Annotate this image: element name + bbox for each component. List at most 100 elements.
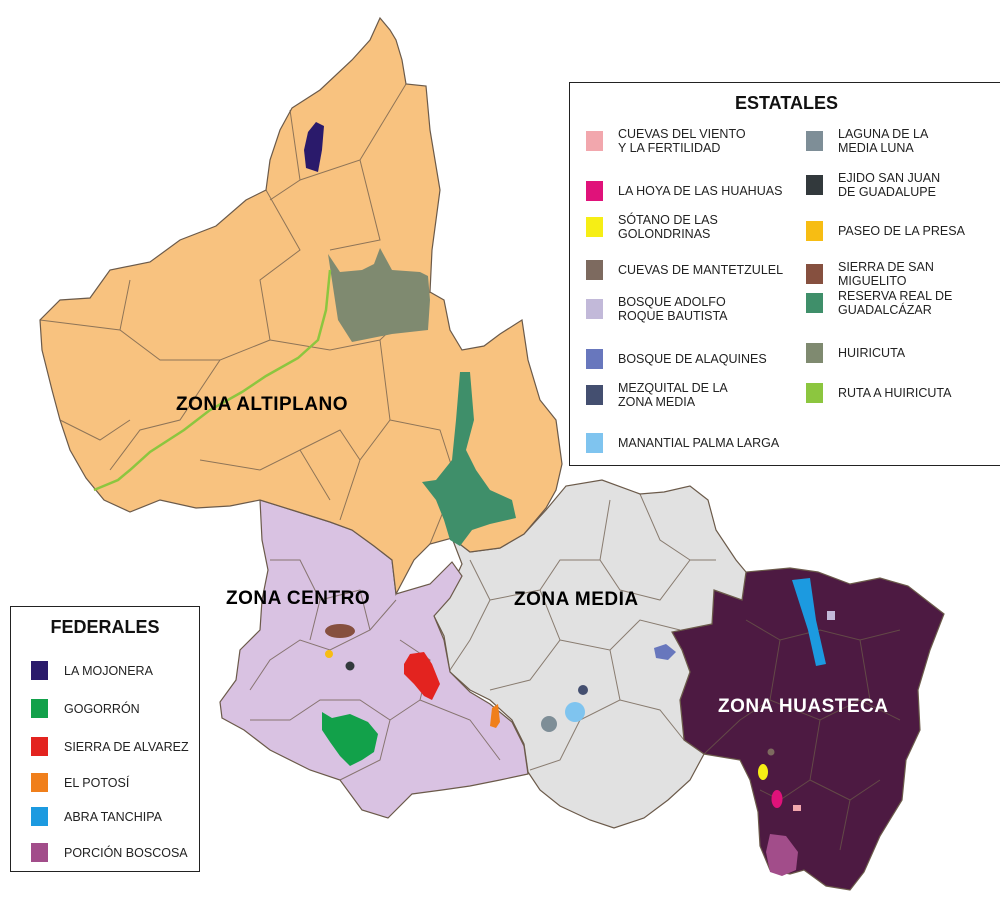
estatales-legend-label-line: BOSQUE ADOLFO xyxy=(618,295,726,309)
federales-legend-label: ABRA TANCHIPA xyxy=(64,810,162,824)
estatales-legend-label-line: BOSQUE DE ALAQUINES xyxy=(618,352,767,366)
federales-legend: FEDERALES LA MOJONERA GOGORRÓN SIERRA DE A… xyxy=(10,606,200,872)
mezquital-area[interactable] xyxy=(578,685,588,695)
sierra-alvarez-area[interactable] xyxy=(404,652,440,700)
estatales-legend-swatch xyxy=(806,175,823,195)
hoya-huahuas-area[interactable] xyxy=(771,790,783,808)
zona-media-label: ZONA MEDIA xyxy=(514,589,639,610)
laguna-media-luna-area[interactable] xyxy=(541,716,557,732)
estatales-legend-label-line: DE GUADALUPE xyxy=(838,185,936,199)
estatales-legend-swatch xyxy=(586,299,603,319)
federales-legend-item: GOGORRÓN xyxy=(31,699,140,718)
estatales-legend-label-line: RESERVA REAL DE xyxy=(838,289,953,303)
federales-legend-swatch xyxy=(31,773,48,792)
estatales-legend-label-line: LA HOYA DE LAS HUAHUAS xyxy=(618,184,783,198)
estatales-legend-swatch xyxy=(586,349,603,369)
el-potosi-area[interactable] xyxy=(490,704,500,728)
abra-tanchipa-area[interactable] xyxy=(792,578,826,666)
estatales-legend-label: RUTA A HUIRICUTA xyxy=(838,386,951,400)
estatales-legend-label-line: MEDIA LUNA xyxy=(838,141,914,155)
federales-legend-item: PORCIÓN BOSCOSA xyxy=(31,843,188,862)
sotano-golondrinas-area[interactable] xyxy=(758,764,768,780)
manantial-palma-larga-area[interactable] xyxy=(565,702,585,722)
estatales-legend-label-line: CUEVAS DE MANTETZULEL xyxy=(618,263,784,277)
mantetzulel-area[interactable] xyxy=(767,748,775,756)
ruta-huiricuta-line[interactable] xyxy=(93,269,332,492)
estatales-legend-label-line: GOLONDRINAS xyxy=(618,227,711,241)
estatales-legend-swatch xyxy=(806,383,823,403)
estatales-legend-label-line: ROQUE BAUTISTA xyxy=(618,309,728,323)
estatales-legend-label: MANANTIAL PALMA LARGA xyxy=(618,436,779,450)
huiricuta-area[interactable] xyxy=(328,248,430,342)
ejido-san-juan-area[interactable] xyxy=(345,661,355,671)
bosque-alaquines-area[interactable] xyxy=(654,644,676,660)
zona-huasteca-label: ZONA HUASTECA xyxy=(718,696,888,717)
estatales-legend-label-line: HUIRICUTA xyxy=(838,346,906,360)
federales-legend-label: PORCIÓN BOSCOSA xyxy=(64,846,188,860)
federales-legend-swatch xyxy=(31,737,48,756)
federales-legend-label: EL POTOSÍ xyxy=(64,776,129,790)
reserva-guadalcazar-area[interactable] xyxy=(422,372,516,546)
federales-legend-label-line: ABRA TANCHIPA xyxy=(64,809,162,824)
estatales-legend-swatch xyxy=(586,217,603,237)
gogorron-area[interactable] xyxy=(322,712,378,766)
cuevas-viento-area[interactable] xyxy=(793,805,801,811)
estatales-legend-swatch xyxy=(806,264,823,284)
estatales-legend-label-line: GUADALCÁZAR xyxy=(838,303,932,317)
estatales-legend-item: PASEO DE LA PRESA xyxy=(806,221,965,241)
estatales-legend-swatch xyxy=(806,293,823,313)
zona-media-region[interactable] xyxy=(431,479,747,829)
federales-legend-title: FEDERALES xyxy=(50,617,160,637)
estatales-legend-item: CUEVAS DE MANTETZULEL xyxy=(586,260,783,280)
paseo-presa-area[interactable] xyxy=(325,650,333,658)
estatales-legend-label-line: MEZQUITAL DE LA xyxy=(618,381,728,395)
estatales-legend-label-line: MANANTIAL PALMA LARGA xyxy=(618,436,780,450)
estatales-legend-label-line: SIERRA DE SAN MIGUELITO xyxy=(838,260,934,288)
estatales-legend-label-line: Y LA FERTILIDAD xyxy=(618,141,721,155)
estatales-legend-label-line: EJIDO SAN JUAN xyxy=(838,171,941,185)
estatales-legend-swatch xyxy=(806,221,823,241)
zona-centro-region[interactable] xyxy=(219,499,529,819)
federales-legend-item: SIERRA DE ALVAREZ xyxy=(31,737,189,756)
porcion-boscosa-area[interactable] xyxy=(766,834,798,876)
federales-legend-label-line: GOGORRÓN xyxy=(64,701,140,716)
federales-legend-label-line: LA MOJONERA xyxy=(64,663,153,678)
federales-legend-swatch xyxy=(31,699,48,718)
estatales-legend-swatch xyxy=(586,260,603,280)
estatales-legend-label: HUIRICUTA xyxy=(838,346,905,360)
federales-legend-label: SIERRA DE ALVAREZ xyxy=(64,740,189,754)
federales-legend-label-line: SIERRA DE ALVAREZ xyxy=(64,739,189,754)
zona-huasteca-region[interactable] xyxy=(671,567,945,891)
estatales-legend-item: LA HOYA DE LAS HUAHUAS xyxy=(586,181,782,201)
la-mojonera-area[interactable] xyxy=(304,122,324,172)
sierra-san-miguelito-area[interactable] xyxy=(325,624,355,638)
estatales-legend-label-line: RUTA A HUIRICUTA xyxy=(838,386,952,400)
estatales-legend-label-line: LAGUNA DE LA xyxy=(838,127,929,141)
estatales-legend-label: BOSQUE DE ALAQUINES xyxy=(618,352,767,366)
estatales-legend-label: SIERRA DE SAN MIGUELITO xyxy=(838,260,1000,288)
estatales-legend-label-line: ZONA MEDIA xyxy=(618,395,696,409)
federales-legend-swatch xyxy=(31,661,48,680)
estatales-legend-item: BOSQUE DE ALAQUINES xyxy=(586,349,767,369)
zona-altiplano-label: ZONA ALTIPLANO xyxy=(176,394,348,415)
federales-legend-item: ABRA TANCHIPA xyxy=(31,807,162,826)
federales-legend-swatch xyxy=(31,807,48,826)
federales-legend-label-line: PORCIÓN BOSCOSA xyxy=(64,845,188,860)
estatales-legend-item: HUIRICUTA xyxy=(806,343,905,363)
estatales-legend-title: ESTATALES xyxy=(735,93,838,113)
estatal-square-area[interactable] xyxy=(827,611,835,620)
zona-centro-label: ZONA CENTRO xyxy=(226,588,370,609)
federales-legend-label: GOGORRÓN xyxy=(64,702,140,716)
